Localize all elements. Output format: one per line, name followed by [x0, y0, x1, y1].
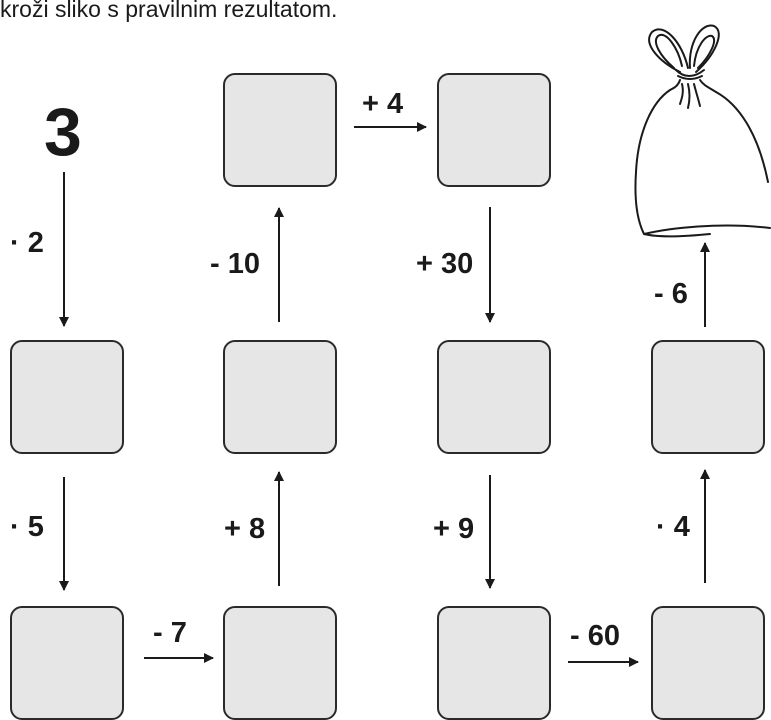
- op-label-minus-6: - 6: [654, 277, 688, 311]
- op-label-plus-8: + 8: [224, 512, 265, 546]
- op-label-plus-9: + 9: [433, 512, 474, 546]
- op-label-minus-7: - 7: [153, 616, 187, 650]
- op-label-plus-4: + 4: [362, 87, 403, 121]
- op-label-plus-30: + 30: [416, 247, 473, 281]
- op-label-times-4: · 4: [656, 510, 690, 544]
- op-label-times-2: · 2: [10, 226, 44, 260]
- bag-icon: [630, 22, 771, 244]
- op-label-minus-60: - 60: [570, 619, 620, 653]
- op-label-times-5: · 5: [10, 510, 44, 544]
- op-label-minus-10: - 10: [210, 247, 260, 281]
